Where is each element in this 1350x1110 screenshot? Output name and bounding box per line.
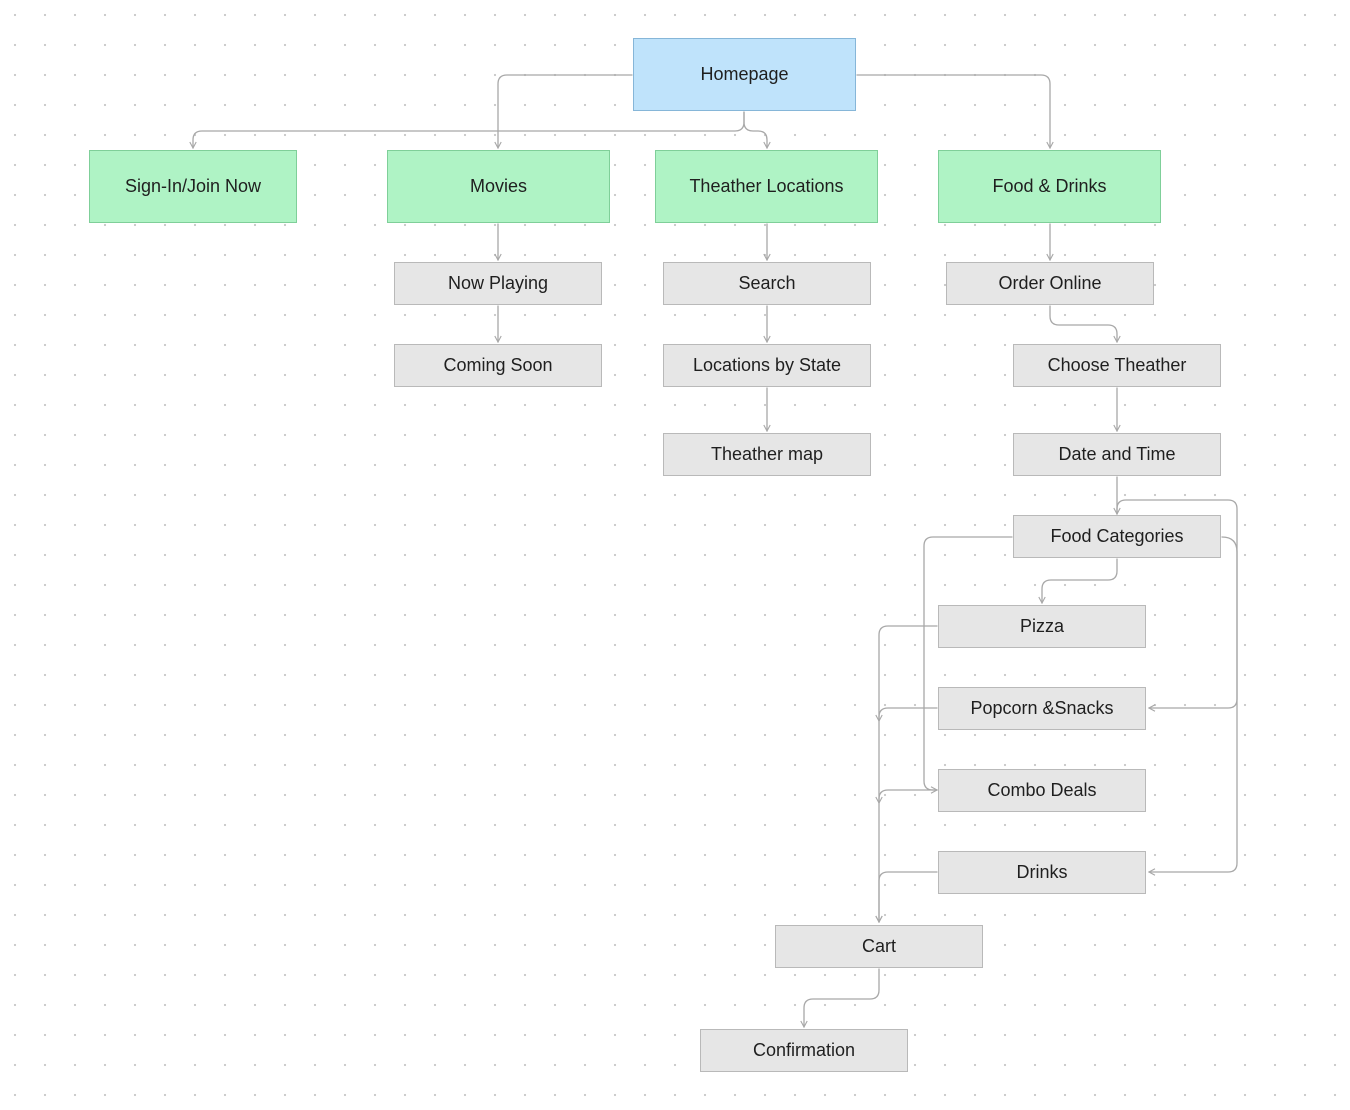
node-food-categories[interactable]: Food Categories	[1013, 515, 1221, 558]
node-coming-soon[interactable]: Coming Soon	[394, 344, 602, 387]
node-homepage[interactable]: Homepage	[633, 38, 856, 111]
node-movies[interactable]: Movies	[387, 150, 610, 223]
edge-food-categories-pizza	[1038, 558, 1118, 605]
node-cart[interactable]: Cart	[775, 925, 983, 968]
edge-homepage-movies	[494, 74, 633, 150]
node-search[interactable]: Search	[663, 262, 871, 305]
edge-popcorn-snacks-cart	[875, 707, 938, 723]
edge-order-online-choose-theather	[1049, 305, 1121, 344]
node-sign-in-join-now[interactable]: Sign-In/Join Now	[89, 150, 297, 223]
edge-homepage-sign-in	[189, 111, 745, 150]
edge-food-categories-combo-deals	[923, 536, 1013, 794]
node-now-playing[interactable]: Now Playing	[394, 262, 602, 305]
node-confirmation[interactable]: Confirmation	[700, 1029, 908, 1072]
node-theather-locations[interactable]: Theather Locations	[655, 150, 878, 223]
node-date-and-time[interactable]: Date and Time	[1013, 433, 1221, 476]
node-combo-deals[interactable]: Combo Deals	[938, 769, 1146, 812]
edge-drinks-cart	[875, 871, 938, 924]
edge-food-categories-drinks	[1147, 536, 1238, 876]
node-theather-map[interactable]: Theather map	[663, 433, 871, 476]
node-food-and-drinks[interactable]: Food & Drinks	[938, 150, 1161, 223]
node-locations-by-state[interactable]: Locations by State	[663, 344, 871, 387]
edge-combo-deals-cart	[875, 789, 938, 805]
edge-pizza-cart	[875, 625, 938, 924]
edge-cart-confirmation	[800, 968, 880, 1029]
node-choose-theather[interactable]: Choose Theather	[1013, 344, 1221, 387]
node-popcorn-and-snacks[interactable]: Popcorn &Snacks	[938, 687, 1146, 730]
edge-homepage-theather-locations	[743, 111, 771, 150]
edge-homepage-food-drinks	[856, 74, 1054, 150]
node-order-online[interactable]: Order Online	[946, 262, 1154, 305]
node-pizza[interactable]: Pizza	[938, 605, 1146, 648]
node-drinks[interactable]: Drinks	[938, 851, 1146, 894]
